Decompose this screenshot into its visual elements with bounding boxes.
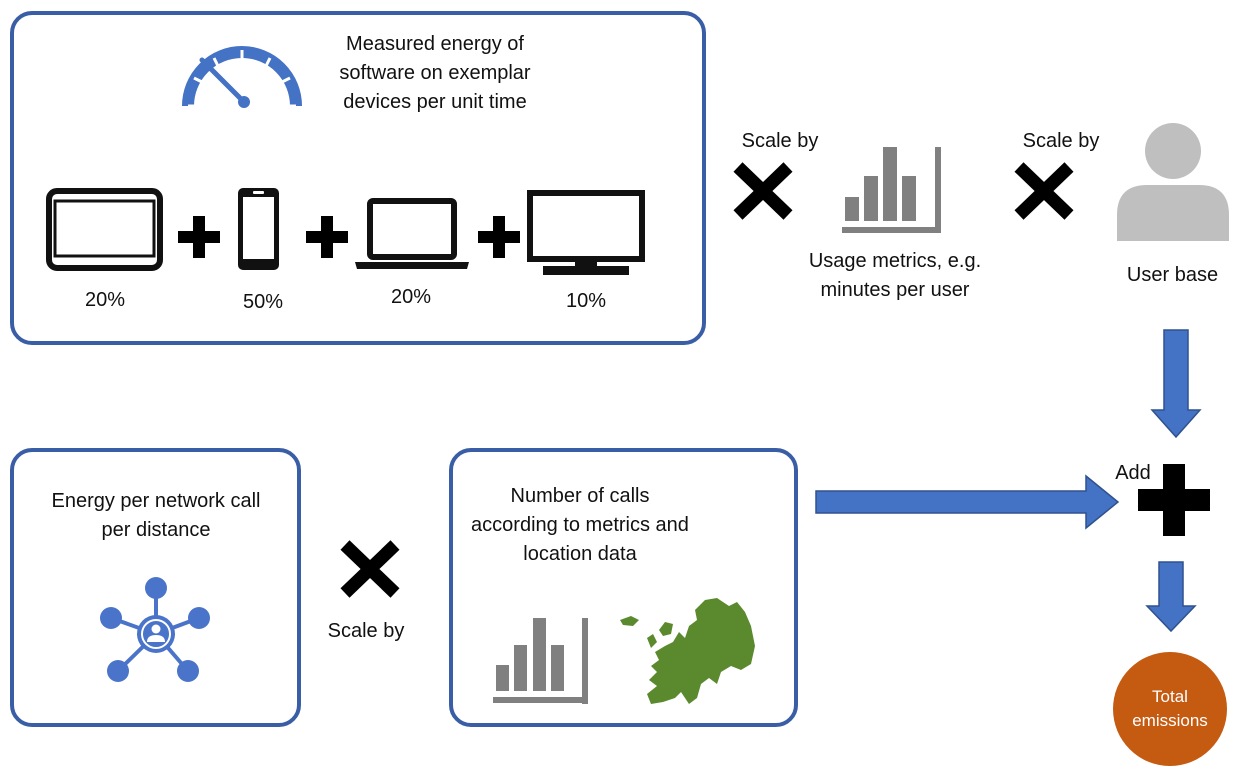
bar-chart-icon <box>842 147 941 233</box>
down-arrow-icon <box>1145 561 1197 633</box>
tablet-share: 20% <box>84 289 126 311</box>
user-base-label: User base <box>1126 264 1219 286</box>
add-label: Add <box>1115 462 1151 484</box>
calls-title: Number of calls according to metrics and… <box>471 485 689 565</box>
gauge-icon <box>182 46 302 108</box>
usage-metrics-label: Usage metrics, e.g. minutes per user <box>808 250 982 301</box>
laptop-share: 20% <box>390 286 432 308</box>
multiply-icon <box>340 540 400 598</box>
monitor-share: 10% <box>565 290 607 312</box>
bar-chart-icon <box>493 618 588 704</box>
multiply-icon <box>1014 162 1074 220</box>
multiply-icon <box>733 162 793 220</box>
user-icon <box>1117 123 1229 241</box>
scale-by-label: Scale by <box>1022 130 1100 152</box>
laptop-icon <box>355 198 469 269</box>
total-emissions-label: Total emissions <box>1132 687 1208 730</box>
europe-map-icon <box>620 598 755 704</box>
right-arrow-icon <box>815 474 1120 530</box>
scale-by-label: Scale by <box>327 620 405 642</box>
add-plus-icon <box>1138 464 1210 536</box>
tablet-icon <box>46 188 163 271</box>
plus-icon <box>306 216 348 258</box>
network-icon <box>100 577 210 682</box>
down-arrow-icon <box>1150 329 1202 439</box>
phone-share: 50% <box>242 291 284 313</box>
plus-icon <box>478 216 520 258</box>
phone-icon <box>238 188 279 270</box>
network-energy-title: Energy per network call per distance <box>51 490 261 541</box>
total-emissions-circle: Total emissions <box>1113 652 1227 766</box>
device-energy-box <box>10 11 706 345</box>
scale-by-label: Scale by <box>741 130 819 152</box>
plus-icon <box>178 216 220 258</box>
monitor-icon <box>527 190 645 275</box>
device-energy-title: Measured energy of software on exemplar … <box>339 33 531 113</box>
